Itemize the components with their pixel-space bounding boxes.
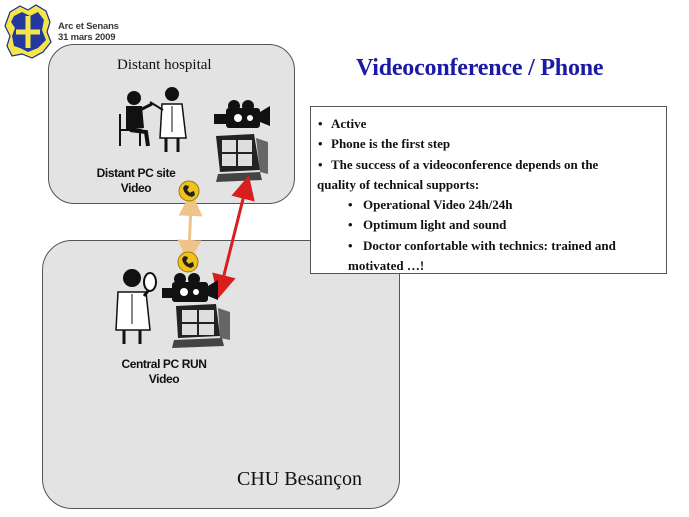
subbullet-doctor-line1: Doctor confortable with technics: traine… <box>317 236 660 257</box>
event-date: 31 mars 2009 <box>58 32 116 43</box>
distant-phone-icon <box>178 180 200 202</box>
event-place: Arc et Senans <box>58 21 119 32</box>
bullet-active: Active <box>317 114 660 135</box>
central-phone-icon <box>177 251 199 273</box>
central-video-workstation-icon <box>162 273 230 348</box>
phone-link-arrow <box>177 192 203 264</box>
bullet-list-box: Active Phone is the first step The succe… <box>310 106 667 274</box>
central-pc-run-label: Central PC RUN Video <box>121 357 207 386</box>
subbullet-doctor-line2: motivated …! <box>348 258 425 274</box>
distant-hospital-title: Distant hospital <box>117 57 212 73</box>
bullet-phone-first: Phone is the first step <box>317 134 660 155</box>
video-link-arrow <box>212 175 255 299</box>
chu-besancon-title: CHU Besançon <box>237 468 362 490</box>
bullet-success-line2: quality of technical supports: <box>317 176 480 192</box>
subbullet-operational-video: Operational Video 24h/24h <box>317 195 660 216</box>
distant-pc-site-label: Distant PC site Video <box>96 166 176 195</box>
franche-comte-map-logo-icon <box>4 4 52 59</box>
doctor-examining-patient-icon <box>119 87 187 152</box>
event-caption: Arc et Senans 31 mars 2009 <box>58 21 119 43</box>
bullet-success-line1: The success of a videoconference depends… <box>317 155 660 176</box>
doctor-on-phone-icon <box>115 269 157 344</box>
subbullet-light-sound: Optimum light and sound <box>317 215 660 236</box>
slide-title: Videoconference / Phone <box>356 55 604 81</box>
